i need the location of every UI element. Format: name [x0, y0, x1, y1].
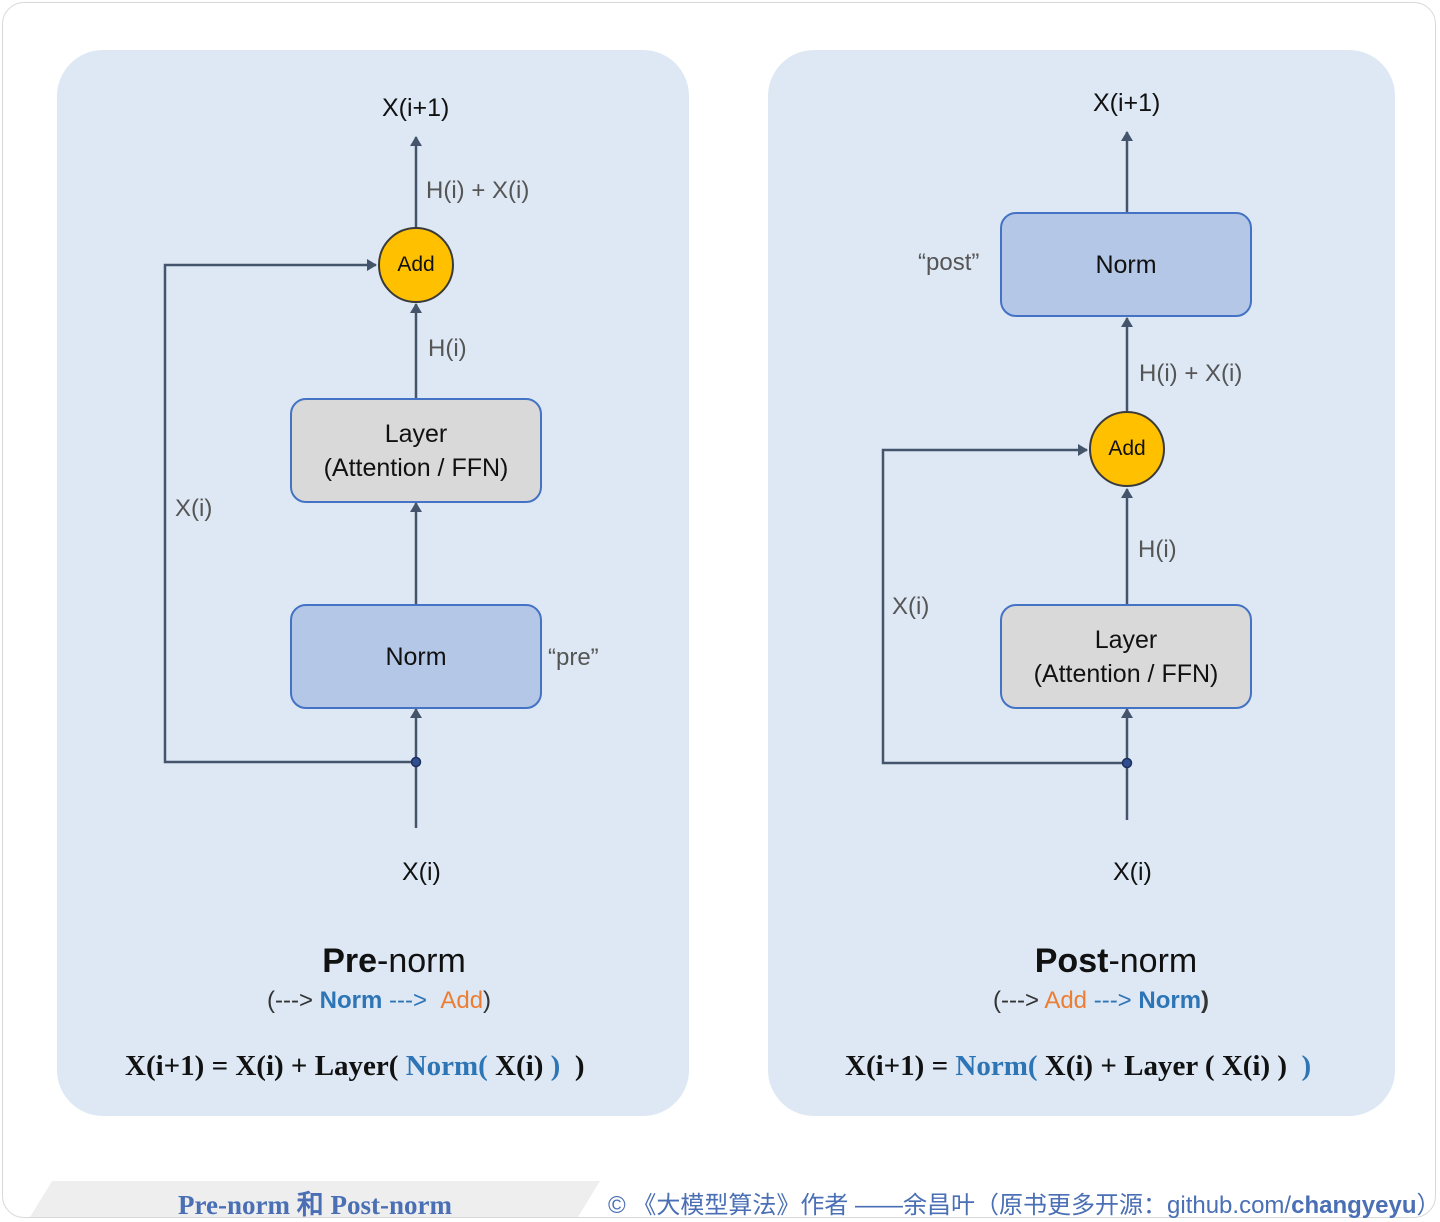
pre-flow-mid: ---> — [389, 987, 427, 1014]
post-branch-dot — [1121, 757, 1133, 769]
post-add-label: Add — [1108, 437, 1146, 460]
footer-credit: © 《大模型算法》作者 ——余昌叶（原书更多开源：github.com/chan… — [608, 1185, 1440, 1220]
post-layer-box: Layer (Attention / FFN) — [1000, 604, 1252, 709]
post-norm-label: Norm — [1095, 250, 1157, 279]
footer-caption: Pre-norm 和 Post-norm — [178, 1190, 452, 1220]
post-sum-label: H(i) + X(i) — [1139, 360, 1243, 387]
pre-layer-line1: Layer — [384, 419, 448, 448]
pre-formula: X(i+1) = X(i) + Layer( Norm( X(i) ) ) — [125, 1050, 585, 1083]
post-title-bold: Post — [1034, 942, 1109, 980]
pre-formula-b: Norm( — [405, 1050, 488, 1082]
pre-tag: “pre” — [548, 644, 599, 671]
pre-add-node: Add — [378, 227, 454, 303]
post-flow: (---> Add ---> Norm) — [993, 987, 1209, 1015]
pre-title-rest: -norm — [377, 942, 466, 980]
post-skip-connection — [881, 444, 1127, 765]
footer-credit-text: © 《大模型算法》作者 ——余昌叶（原书更多开源：github.com/ — [608, 1192, 1292, 1219]
pre-flow-open: (---> — [267, 987, 313, 1014]
pre-formula-a: X(i+1) = X(i) + Layer( — [125, 1050, 399, 1082]
post-formula-b: Norm( — [955, 1050, 1038, 1082]
pre-layer-line2: (Attention / FFN) — [323, 453, 509, 482]
pre-title-bold: Pre — [322, 942, 378, 980]
pre-formula-e: ) — [574, 1050, 585, 1082]
pre-skip-label: X(i) — [175, 495, 213, 522]
pre-flow-close: ) — [483, 987, 492, 1014]
post-add-node: Add — [1089, 411, 1165, 487]
post-formula: X(i+1) = Norm( X(i) + Layer ( X(i) ) ) — [845, 1050, 1311, 1083]
pre-formula-d: ) — [550, 1050, 561, 1082]
footer-credit-handle: changyeyu — [1291, 1192, 1417, 1219]
pre-add-label: Add — [397, 253, 435, 276]
post-input-label: X(i) — [1113, 858, 1152, 886]
pre-norm-panel — [57, 50, 689, 1116]
pre-flow-first: Norm — [319, 987, 383, 1014]
pre-h-label: H(i) — [428, 335, 467, 362]
post-flow-mid: ---> — [1093, 987, 1132, 1014]
pre-norm-label: Norm — [385, 642, 447, 671]
post-skip-label: X(i) — [892, 593, 930, 620]
post-formula-d: ) — [1301, 1050, 1312, 1082]
pre-layer-box: Layer (Attention / FFN) — [290, 398, 542, 503]
post-title: Post-norm — [768, 942, 1440, 981]
post-flow-second: Norm — [1138, 987, 1202, 1014]
pre-flow-second: Add — [440, 987, 484, 1014]
post-flow-open: (---> — [993, 987, 1039, 1014]
post-layer-line2: (Attention / FFN) — [1033, 659, 1219, 688]
post-h-label: H(i) — [1138, 536, 1177, 563]
post-title-rest: -norm — [1108, 942, 1198, 980]
footer-credit-end: ） — [1416, 1192, 1440, 1219]
pre-output-label: X(i+1) — [382, 94, 450, 122]
pre-skip-connection — [163, 259, 416, 764]
post-flow-close: ) — [1201, 987, 1210, 1014]
pre-title: Pre-norm — [57, 942, 731, 981]
post-output-label: X(i+1) — [1093, 89, 1161, 117]
footer-caption-tab — [30, 1181, 600, 1217]
pre-branch-dot — [410, 756, 422, 768]
post-tag: “post” — [918, 249, 980, 276]
post-flow-first: Add — [1044, 987, 1088, 1014]
post-layer-line1: Layer — [1094, 625, 1158, 654]
pre-sum-label: H(i) + X(i) — [426, 177, 530, 204]
pre-formula-c: X(i) — [495, 1050, 544, 1082]
post-norm-box: Norm — [1000, 212, 1252, 317]
post-formula-c: X(i) + Layer ( X(i) ) — [1044, 1050, 1288, 1082]
pre-flow: (---> Norm ---> Add) — [267, 987, 491, 1015]
pre-input-label: X(i) — [402, 858, 441, 886]
post-formula-a: X(i+1) = — [845, 1050, 949, 1082]
pre-norm-box: Norm — [290, 604, 542, 709]
